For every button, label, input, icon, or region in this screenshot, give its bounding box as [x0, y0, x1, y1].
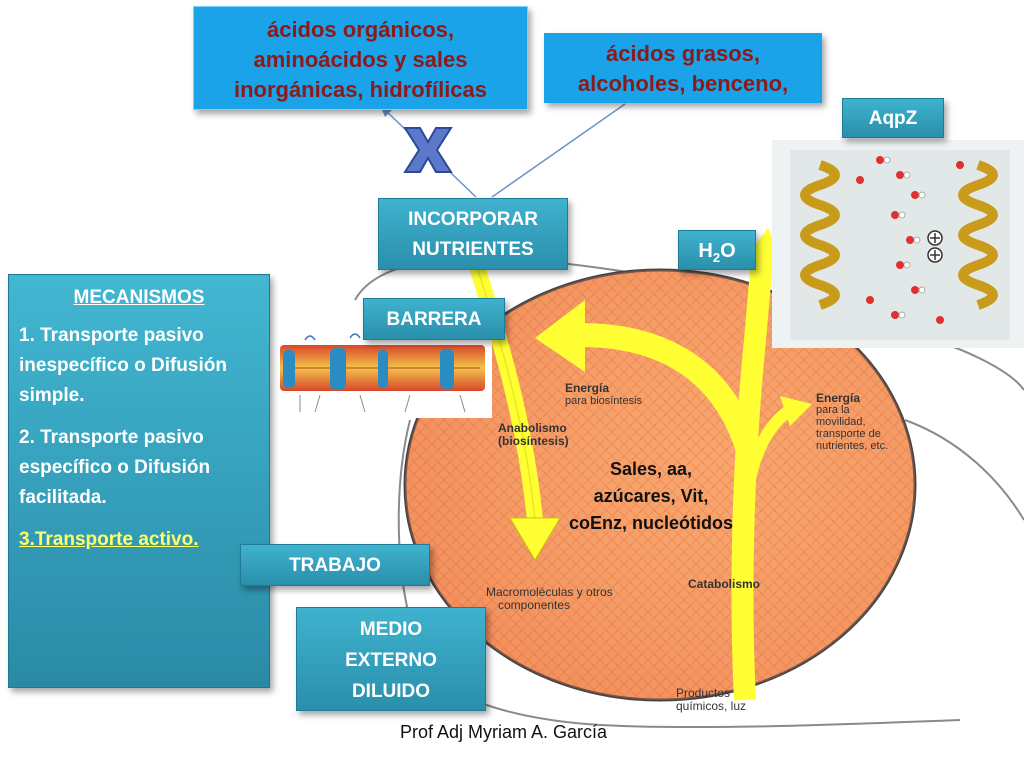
- energy-right-1: para la: [816, 404, 850, 416]
- cell-wall-left: [397, 419, 411, 621]
- incorporate-line-2: NUTRIENTES: [412, 239, 534, 260]
- incorporate-line-1: INCORPORAR: [408, 209, 538, 230]
- plus-charge-icon: [927, 230, 943, 263]
- aqpz-text: AqpZ: [868, 108, 918, 129]
- hydrophilic-molecules-box: ácidos orgánicos, aminoácidos y sales in…: [193, 6, 528, 110]
- water-o: O: [720, 240, 736, 262]
- work-text: TRABAJO: [289, 555, 381, 576]
- medium-line-1: MEDIO: [359, 619, 423, 640]
- barrier-text: BARRERA: [386, 309, 482, 330]
- mechanisms-title: MECANISMOS: [73, 287, 205, 308]
- energy-biosynthesis-title: Energía: [565, 381, 610, 395]
- external-medium-label: MEDIO EXTERNO DILUIDO: [296, 607, 486, 711]
- energy-right-label: Energía para la movilidad, transporte de…: [816, 392, 888, 452]
- energy-right-2: movilidad,: [816, 416, 866, 428]
- nutrients-line-2: azúcares, Vit,: [593, 486, 709, 506]
- blocked-x-icon: [403, 127, 453, 173]
- catabolism-label: Catabolismo: [688, 578, 760, 591]
- cell-wall-right: [904, 419, 1024, 521]
- water-h: H: [698, 240, 713, 262]
- membrane-illustration: [270, 330, 492, 418]
- nutrients-label: Sales, aa, azúcares, Vit, coEnz, nucleót…: [548, 456, 754, 537]
- entry-arrow: [470, 262, 543, 528]
- barrier-label: BARRERA: [363, 298, 505, 340]
- nutrients-line-1: Sales, aa,: [609, 459, 693, 479]
- catabolism-text: Catabolismo: [688, 577, 761, 591]
- energy-biosynthesis-sub: para biosíntesis: [565, 395, 643, 407]
- water-label: H2O: [678, 230, 756, 270]
- mechanism-item-3: 3.Transporte activo.: [19, 529, 199, 550]
- work-label: TRABAJO: [240, 544, 430, 586]
- energy-right-branch: [738, 405, 794, 561]
- aquaporin-illustration: [772, 140, 1024, 348]
- author-footer: Prof Adj Myriam A. García: [400, 722, 608, 742]
- water-sub: 2: [712, 250, 721, 265]
- energy-right-title: Energía: [816, 391, 861, 405]
- energy-left-branch: [579, 323, 760, 454]
- hydrophilic-line-1: ácidos orgánicos,: [266, 17, 455, 42]
- lipophilic-line-2: alcoholes, benceno,: [577, 71, 789, 96]
- incorporate-nutrients-label: INCORPORAR NUTRIENTES: [378, 198, 568, 270]
- medium-line-2: EXTERNO: [345, 650, 437, 671]
- aqpz-label: AqpZ: [842, 98, 944, 138]
- arrow-to-right-box: [491, 103, 626, 198]
- energy-biosynthesis-label: Energía para biosíntesis: [565, 382, 642, 408]
- macro-line-1: Macromoléculas y otros: [486, 585, 613, 599]
- energy-right-4: nutrientes, etc.: [816, 440, 889, 452]
- hydrophilic-line-2: aminoácidos y sales: [253, 47, 468, 72]
- products-line-2: químicos, luz: [676, 699, 747, 713]
- medium-line-3: DILUIDO: [351, 681, 431, 702]
- mechanisms-panel: MECANISMOS 1. Transporte pasivo inespecí…: [8, 274, 270, 688]
- mechanism-item-2: 2. Transporte pasivo específico o Difusi…: [19, 427, 211, 508]
- anabolism-line-2: (biosíntesis): [498, 434, 569, 448]
- energy-right-3: transporte de: [816, 428, 881, 440]
- lipophilic-line-1: ácidos grasos,: [605, 41, 761, 66]
- anabolism-line-1: Anabolismo: [498, 421, 567, 435]
- macromolecules-label: Macromoléculas y otros componentes: [486, 586, 613, 612]
- anabolism-label: Anabolismo (biosíntesis): [498, 422, 569, 448]
- lipophilic-molecules-box: ácidos grasos, alcoholes, benceno,: [544, 33, 822, 103]
- hydrophilic-line-3: inorgánicas, hidrofílicas: [233, 77, 488, 102]
- macro-line-2: componentes: [498, 598, 571, 612]
- mechanism-item-1: 1. Transporte pasivo inespecífico o Difu…: [19, 325, 227, 406]
- chemical-products-label: Productos químicos, luz: [676, 687, 746, 713]
- nutrients-line-3: coEnz, nucleótidos: [568, 513, 733, 533]
- products-line-1: Productos: [676, 686, 731, 700]
